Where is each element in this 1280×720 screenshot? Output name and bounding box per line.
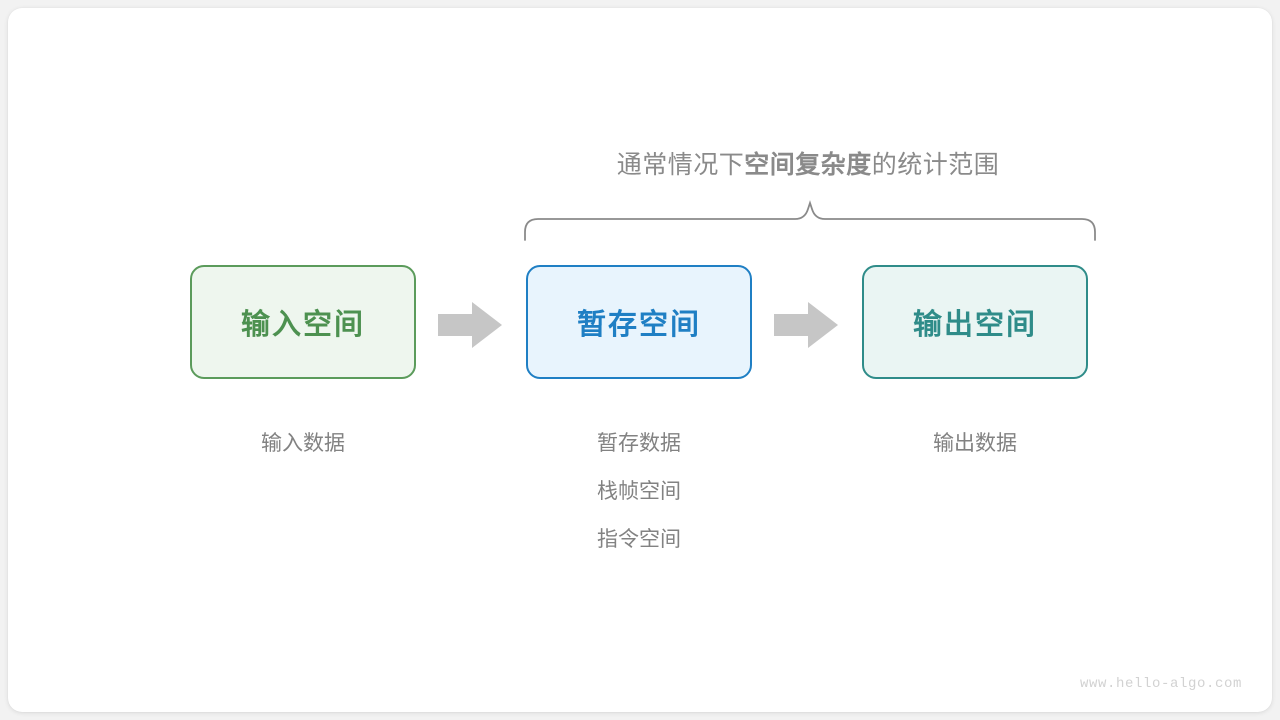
figure-heading: 通常情况下空间复杂度的统计范围 — [520, 145, 1096, 181]
heading-suffix: 的统计范围 — [871, 151, 1000, 179]
arrow-input-to-temp-icon — [438, 302, 502, 348]
box-input-space: 输入空间 — [190, 265, 416, 379]
right-arrow-icon — [774, 302, 838, 348]
caption-line: 输入数据 — [261, 432, 345, 455]
box-input-space-label: 输入空间 — [240, 309, 365, 341]
caption-line: 栈帧空间 — [597, 480, 681, 503]
caption-line: 输出数据 — [933, 432, 1017, 455]
figure-stage: 通常情况下空间复杂度的统计范围 输入空间 暂存空间 输出空间 — [8, 8, 1272, 712]
box-output-space: 输出空间 — [862, 265, 1088, 379]
caption-line: 指令空间 — [597, 528, 681, 551]
caption-output-space: 输出数据 — [825, 420, 1125, 468]
arrow-temp-to-output-icon — [774, 302, 838, 348]
caption-temp-space: 暂存数据 栈帧空间 指令空间 — [489, 420, 789, 564]
curly-brace-icon — [524, 200, 1096, 241]
box-temp-space: 暂存空间 — [526, 265, 752, 379]
brace-container — [500, 190, 1120, 260]
caption-line: 暂存数据 — [597, 432, 681, 455]
box-temp-space-label: 暂存空间 — [576, 309, 701, 341]
right-arrow-icon — [438, 302, 502, 348]
box-output-space-label: 输出空间 — [912, 309, 1037, 341]
heading-prefix: 通常情况下 — [616, 151, 745, 179]
watermark: www.hello-algo.com — [1079, 676, 1242, 692]
caption-input-space: 输入数据 — [153, 420, 453, 468]
figure-card: 通常情况下空间复杂度的统计范围 输入空间 暂存空间 输出空间 — [8, 8, 1272, 712]
heading-emphasis: 空间复杂度 — [744, 151, 872, 179]
